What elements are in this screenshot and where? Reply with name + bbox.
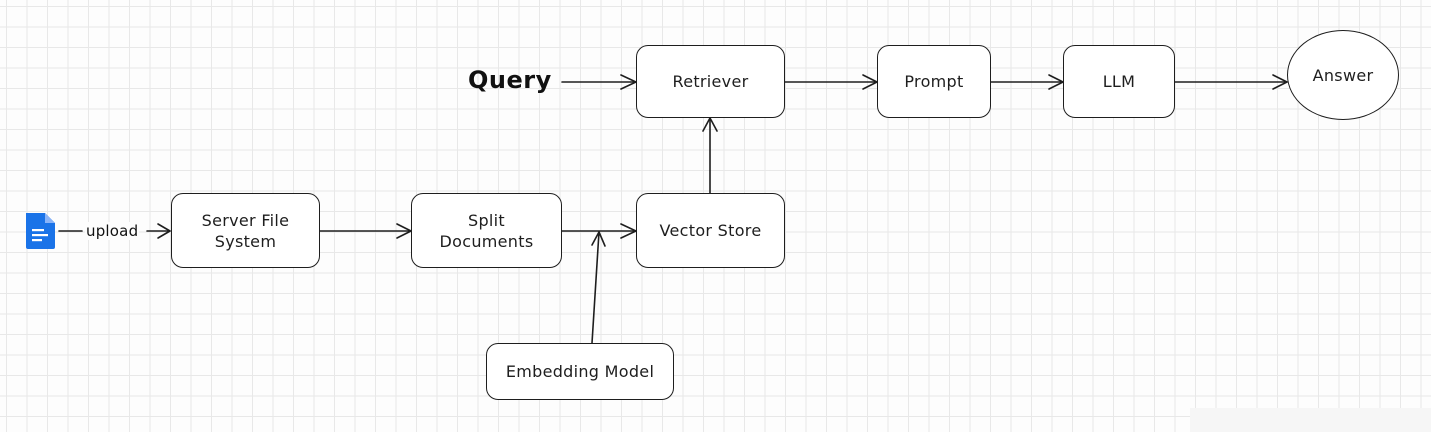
embedding-model-node[interactable]: Embedding Model [486,343,674,400]
vector-store-node[interactable]: Vector Store [636,193,785,268]
document-icon[interactable] [23,212,59,250]
llm-label: LLM [1102,72,1136,91]
split-documents-line-2: Documents [439,231,534,251]
query-label: Query [468,66,552,94]
prompt-node[interactable]: Prompt [877,45,991,118]
arrowhead-embedding [591,231,606,247]
corner-panel [1190,408,1431,432]
server-file-system-line-1: Server File [201,210,290,230]
connector-embedding-up [591,231,600,344]
llm-node[interactable]: LLM [1063,45,1175,118]
answer-label: Answer [1312,65,1374,85]
server-file-system-line-2: System [214,231,277,251]
split-documents-line-1: Split [468,210,505,230]
embedding-model-label: Embedding Model [505,362,655,381]
upload-label: upload [85,222,140,240]
split-documents-node[interactable]: Split Documents [411,193,562,268]
vector-store-label: Vector Store [659,221,762,240]
arrowhead-server [157,223,171,239]
prompt-label: Prompt [904,72,964,91]
answer-node[interactable]: Answer [1287,30,1399,120]
arrowhead-retriever-up [702,117,718,132]
retriever-node[interactable]: Retriever [636,45,785,118]
retriever-label: Retriever [672,72,749,91]
server-file-system-node[interactable]: Server File System [171,193,320,268]
